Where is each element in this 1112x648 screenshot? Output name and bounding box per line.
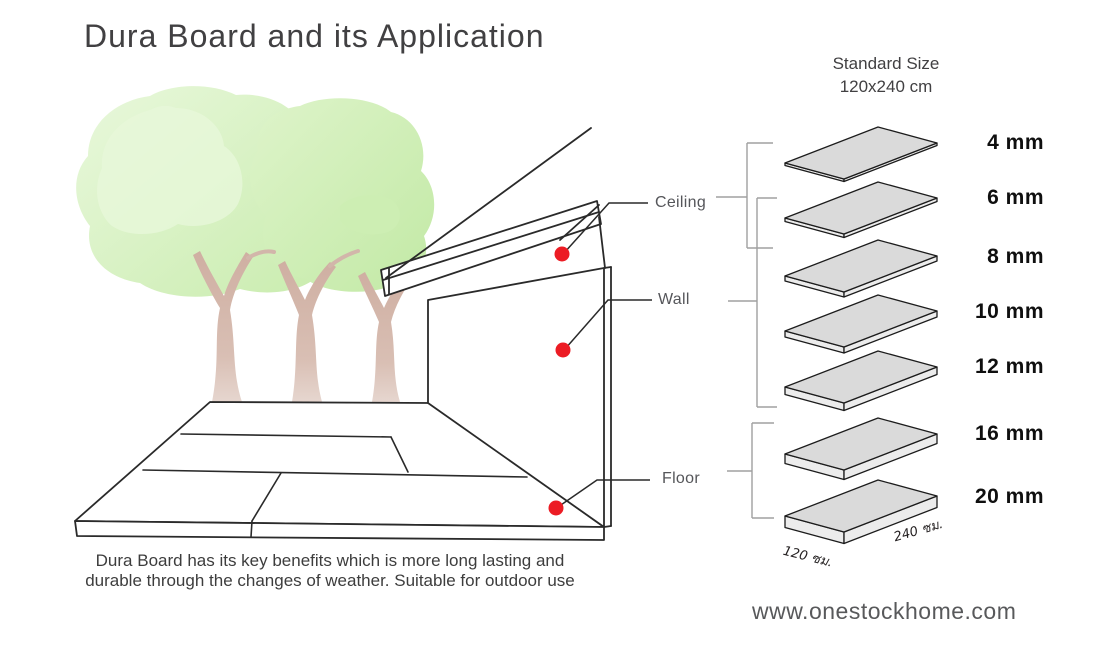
wall-leader-line [564, 299, 652, 350]
wall-size-bracket [728, 197, 777, 408]
floor-leader-line [557, 479, 650, 508]
benefits-line2: durable through the changes of weather. … [85, 571, 575, 590]
tree-canopy-leaf-accent [340, 195, 400, 235]
board-thickness-label-4mm: 4 mm [987, 131, 1044, 154]
tree-trunk-1 [193, 251, 253, 402]
tree-canopy-right [250, 98, 435, 292]
floor-front-edge [74, 520, 605, 541]
floor-marker-dot [548, 500, 564, 516]
ceiling-board [380, 200, 606, 297]
benefits-text: Dura Board has its key benefits which is… [30, 551, 630, 591]
ceiling-size-bracket [716, 142, 773, 249]
page-title: Dura Board and its Application [84, 18, 545, 54]
board-stack [784, 126, 938, 545]
board-thickness-label-20mm: 20 mm [974, 485, 1044, 508]
board-thickness-label-12mm: 12 mm [974, 355, 1044, 378]
leader-lines [557, 202, 652, 508]
room-illustration [74, 127, 612, 541]
floor-size-bracket [727, 422, 774, 519]
board-thickness-label-8mm: 8 mm [987, 245, 1044, 268]
board-6mm [784, 181, 938, 239]
floor-plank-seams [142, 433, 528, 538]
website-link[interactable]: www.onestockhome.com [752, 598, 1017, 624]
standard-size-caption: Standard Size 120x240 cm [776, 52, 996, 98]
board-12mm [784, 350, 938, 412]
board-16mm [784, 417, 938, 481]
standard-size-line1: Standard Size [832, 54, 940, 73]
board-thickness-label-10mm: 10 mm [974, 300, 1044, 323]
size-brackets [716, 142, 777, 519]
board-20mm [784, 479, 938, 545]
tree-branch-1 [246, 249, 276, 260]
wall-label: Wall [658, 291, 690, 308]
board-thickness-label-6mm: 6 mm [987, 186, 1044, 209]
standard-size-line2: 120x240 cm [839, 77, 933, 96]
trees-illustration [76, 86, 435, 402]
board-4mm [784, 126, 938, 183]
ceiling-open-panel [385, 127, 600, 279]
board-8mm [784, 239, 938, 298]
board-thickness-label-16mm: 16 mm [974, 422, 1044, 445]
floor-label: Floor [662, 470, 700, 487]
wall-marker-dot [555, 342, 571, 358]
wall-corner-column [603, 266, 612, 528]
ceiling-marker-dot [554, 246, 570, 262]
tree-canopy-highlight [97, 105, 243, 235]
tree-trunk-3 [358, 272, 413, 402]
ceiling-leader-line [563, 202, 648, 254]
marker-dots [548, 246, 571, 516]
benefits-line1: Dura Board has its key benefits which is… [95, 551, 565, 570]
ceiling-label: Ceiling [655, 194, 707, 211]
tree-branch-2 [328, 249, 360, 268]
board-10mm [784, 294, 938, 354]
tree-trunk-2 [278, 261, 336, 402]
